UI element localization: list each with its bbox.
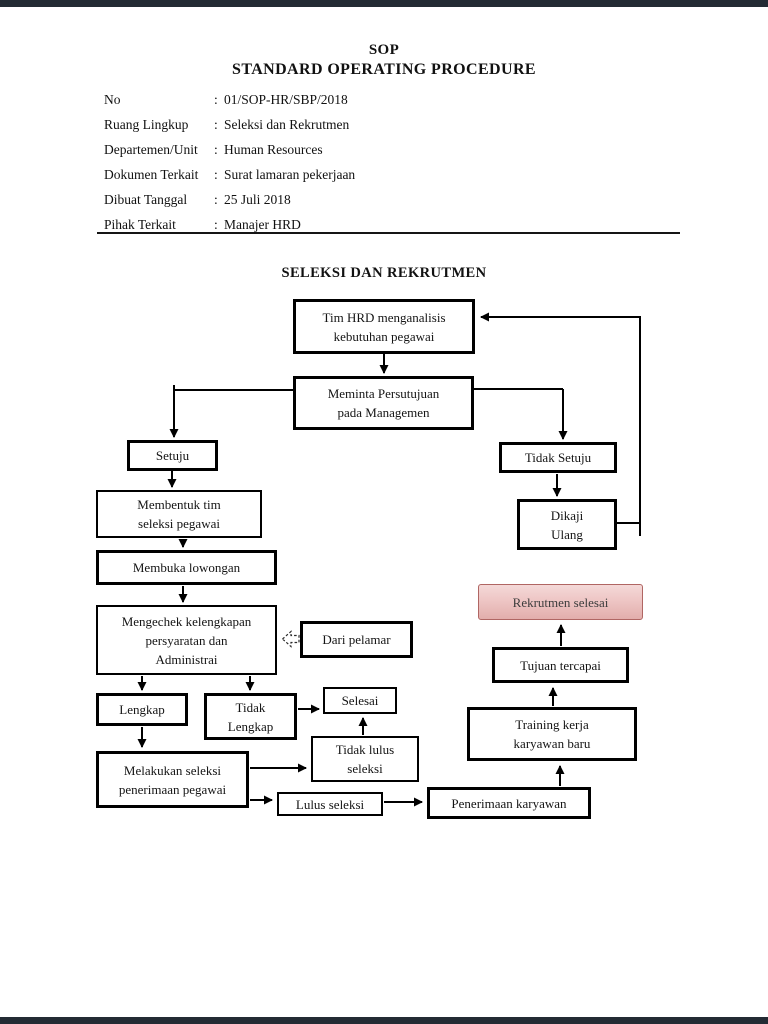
field-value: Human Resources bbox=[224, 142, 323, 157]
field-value: Surat lamaran pekerjaan bbox=[224, 167, 356, 182]
flowchart-title: SELEKSI DAN REKRUTMEN bbox=[281, 265, 487, 281]
field-row-pihak-terkait: Pihak Terkait: Manajer HRD bbox=[104, 212, 664, 237]
flow-node-membuka-lowongan: Membuka lowongan bbox=[96, 550, 277, 585]
doc-meta-fields: No:01/SOP-HR/SBP/2018 Ruang Lingkup:Sele… bbox=[104, 87, 664, 237]
field-separator: : bbox=[214, 142, 218, 157]
doc-title-sop: SOP bbox=[368, 42, 400, 58]
flow-node-tidak-lengkap: Tidak Lengkap bbox=[204, 693, 297, 740]
field-separator: : bbox=[214, 117, 218, 132]
field-row-no: No:01/SOP-HR/SBP/2018 bbox=[104, 87, 664, 112]
field-label: Departemen/Unit bbox=[104, 142, 198, 157]
hollow-left-arrow-icon bbox=[281, 630, 300, 648]
flow-node-tidak-setuju: Tidak Setuju bbox=[499, 442, 617, 473]
flow-node-tim-hrd: Tim HRD menganalisis kebutuhan pegawai bbox=[293, 299, 475, 354]
flow-node-dari-pelamar: Dari pelamar bbox=[300, 621, 413, 658]
field-row-dibuat-tanggal: Dibuat Tanggal:25 Juli 2018 bbox=[104, 187, 664, 212]
flow-node-membentuk-tim: Membentuk tim seleksi pegawai bbox=[96, 490, 262, 538]
flow-node-selesai: Selesai bbox=[323, 687, 397, 714]
field-label: Dibuat Tanggal bbox=[104, 192, 188, 207]
flow-node-rekrutmen-selesai: Rekrutmen selesai bbox=[478, 584, 643, 620]
field-label: Pihak Terkait bbox=[104, 217, 176, 232]
field-label: Ruang Lingkup bbox=[104, 117, 189, 132]
field-row-dokumen-terkait: Dokumen Terkait: Surat lamaran pekerjaan bbox=[104, 162, 664, 187]
flow-node-tujuan-tercapai: Tujuan tercapai bbox=[492, 647, 629, 683]
field-value: Seleksi dan Rekrutmen bbox=[224, 117, 350, 132]
field-separator: : bbox=[214, 167, 218, 182]
field-separator: : bbox=[214, 217, 218, 232]
flow-node-lulus-seleksi: Lulus seleksi bbox=[277, 792, 383, 816]
flow-node-tidak-lulus-seleksi: Tidak lulus seleksi bbox=[311, 736, 419, 782]
doc-title-standard-operating-procedure: STANDARD OPERATING PROCEDURE bbox=[232, 61, 536, 78]
flow-node-training-kerja: Training kerja karyawan baru bbox=[467, 707, 637, 761]
flow-node-melakukan-seleksi: Melakukan seleksi penerimaan pegawai bbox=[96, 751, 249, 808]
field-label: No bbox=[104, 92, 121, 107]
field-separator: : bbox=[214, 192, 218, 207]
field-value: 01/SOP-HR/SBP/2018 bbox=[224, 92, 348, 107]
field-row-departemen-unit: Departemen/Unit: Human Resources bbox=[104, 137, 664, 162]
flow-node-dikaji-ulang: Dikaji Ulang bbox=[517, 499, 617, 550]
flow-node-meminta-persetujuan: Meminta Persutujuan pada Managemen bbox=[293, 376, 474, 430]
flow-node-mengechek-kelengkapan: Mengechek kelengkapan persyaratan dan Ad… bbox=[96, 605, 277, 675]
field-label: Dokumen Terkait bbox=[104, 167, 199, 182]
viewer-bottom-bar bbox=[0, 1017, 768, 1024]
flow-node-penerimaan-karyawan: Penerimaan karyawan bbox=[427, 787, 591, 819]
viewer-top-bar bbox=[0, 0, 768, 7]
field-value: Manajer HRD bbox=[224, 217, 301, 232]
field-value: 25 Juli 2018 bbox=[224, 192, 291, 207]
header-divider bbox=[97, 232, 680, 234]
flow-node-setuju: Setuju bbox=[127, 440, 218, 471]
field-separator: : bbox=[214, 92, 218, 107]
flow-node-lengkap: Lengkap bbox=[96, 693, 188, 726]
field-row-ruang-lingkup: Ruang Lingkup: Seleksi dan Rekrutmen bbox=[104, 112, 664, 137]
